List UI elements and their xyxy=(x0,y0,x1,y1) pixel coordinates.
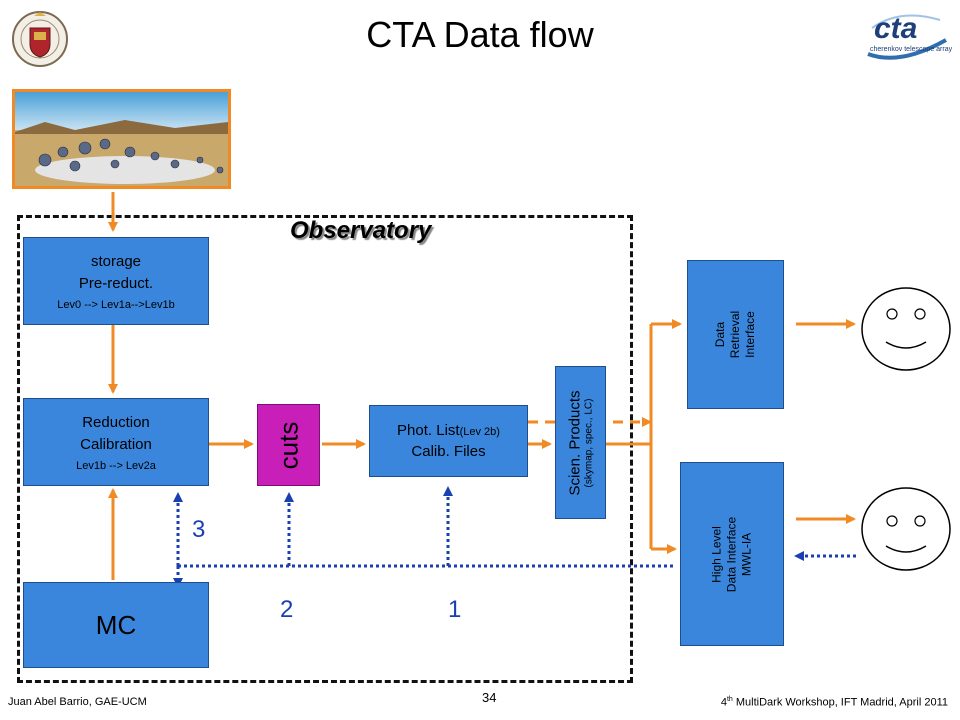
footer-event-sup: th xyxy=(726,696,733,703)
feedback-number-1: 1 xyxy=(448,596,462,623)
storage-levels: Lev0 --> Lev1a-->Lev1b xyxy=(57,299,175,311)
observatory-frame xyxy=(17,215,633,683)
feedback-number-2: 2 xyxy=(280,596,294,623)
high-level-line3: MWL-IA xyxy=(739,532,754,576)
phot-list-box: Phot. List(Lev 2b) Calib. Files xyxy=(369,405,528,477)
cuts-box: cuts xyxy=(257,404,320,486)
data-retrieval-line2: Retrieval xyxy=(728,310,742,359)
smiley-icon xyxy=(861,287,951,371)
feedback-number-3: 3 xyxy=(192,516,206,543)
scien-products-box: Scien. Products (skymap, spec., LC) xyxy=(555,366,606,519)
cta-logo-subtitle: cherenkov telescope array xyxy=(870,46,953,53)
slide-title: CTA Data flow xyxy=(366,14,594,55)
mc-box: MC xyxy=(23,582,209,668)
scien-products-sub: (skymap, spec., LC) xyxy=(583,398,595,487)
calib-files-label: Calib. Files xyxy=(411,443,486,460)
storage-box: storage Pre-reduct. Lev0 --> Lev1a-->Lev… xyxy=(23,237,209,325)
high-level-line2: Data Interface xyxy=(724,516,739,592)
high-level-text: High Level Data Interface MWL-IA xyxy=(710,462,755,646)
phot-list-level: (Lev 2b) xyxy=(459,426,500,438)
cta-logo: cta cherenkov telescope array xyxy=(860,6,952,70)
phot-list-line: Phot. List(Lev 2b) xyxy=(397,422,500,439)
telescope-array-picture xyxy=(12,89,231,189)
data-retrieval-text: Data Retrieval Interface xyxy=(713,260,758,409)
footer-event: 4th MultiDark Workshop, IFT Madrid, Apri… xyxy=(721,696,948,709)
footer-author: Juan Abel Barrio, GAE-UCM xyxy=(8,696,147,708)
scien-products-label: Scien. Products xyxy=(566,389,584,496)
footer-event-post: MultiDark Workshop, IFT Madrid, April 20… xyxy=(732,696,948,709)
reduction-label: Reduction xyxy=(82,414,150,431)
observatory-label: Observatory xyxy=(290,217,432,244)
phot-list-label: Phot. List xyxy=(397,422,460,439)
mc-label: MC xyxy=(95,609,137,640)
smiley-icon xyxy=(861,487,951,571)
cuts-label: cuts xyxy=(273,421,303,469)
user-face-1 xyxy=(860,286,952,372)
scien-products-text: Scien. Products (skymap, spec., LC) xyxy=(567,366,595,519)
university-seal-logo xyxy=(12,8,68,70)
high-level-line1: High Level xyxy=(709,525,724,583)
storage-label: storage xyxy=(90,253,142,270)
page-number: 34 xyxy=(482,690,497,705)
user-face-2 xyxy=(860,486,952,572)
reduction-levels: Lev1b --> Lev2a xyxy=(76,460,156,472)
footer-event-pre: 4 xyxy=(720,696,727,709)
data-retrieval-line1: Data xyxy=(713,321,727,348)
cta-logo-text: cta xyxy=(874,12,918,45)
data-retrieval-line3: Interface xyxy=(743,311,757,358)
data-retrieval-interface-box: Data Retrieval Interface xyxy=(687,260,784,409)
high-level-data-interface-box: High Level Data Interface MWL-IA xyxy=(680,462,784,646)
pre-reduct-label: Pre-reduct. xyxy=(78,275,154,292)
calibration-label: Calibration xyxy=(80,436,152,453)
reduction-box: Reduction Calibration Lev1b --> Lev2a xyxy=(23,398,209,486)
